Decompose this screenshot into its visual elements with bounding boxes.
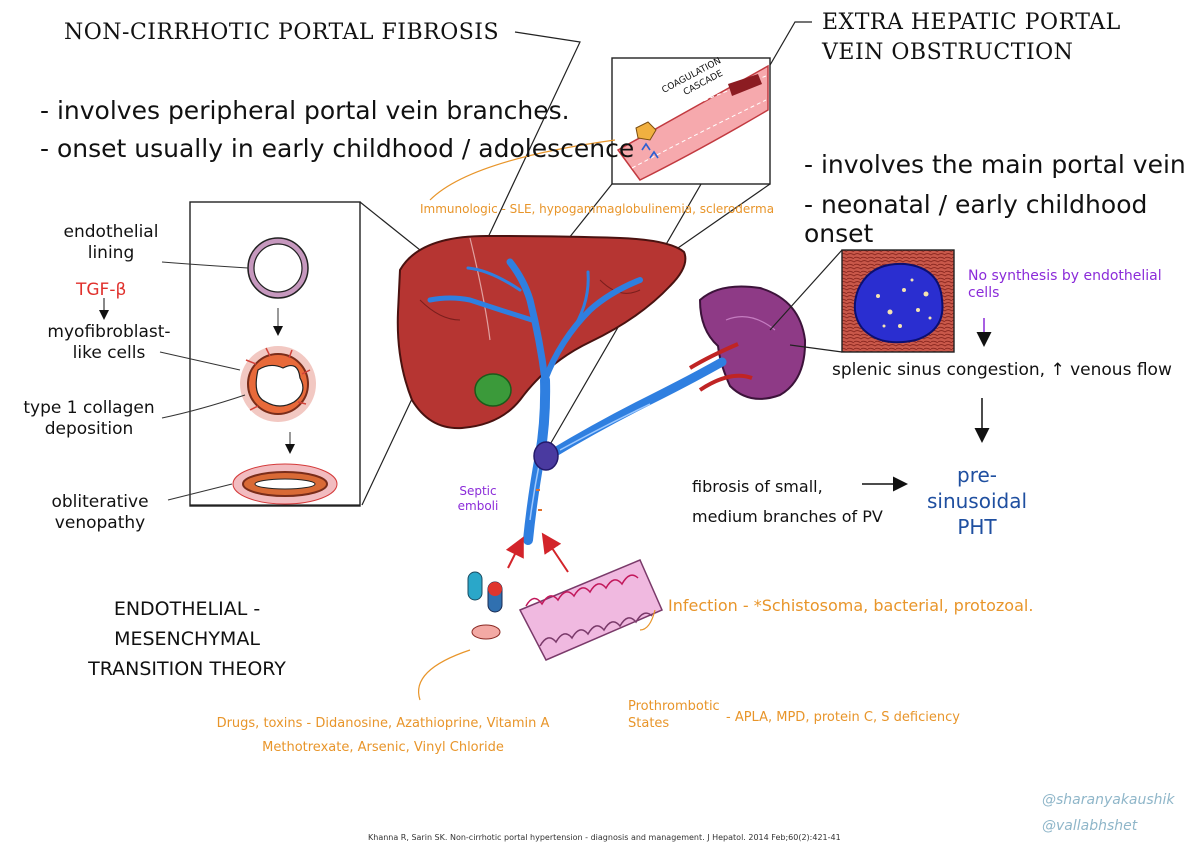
septic-line-1: Septic — [459, 484, 497, 498]
prothrombotic-line-2: States — [628, 716, 670, 731]
infection-label: Infection - *Schistosoma, bacterial, pro… — [668, 596, 1034, 615]
myofibro-line-2: like cells — [72, 343, 146, 363]
portal-thrombus — [533, 441, 559, 471]
prothrombotic-label: Prothrombotic States — [628, 698, 720, 732]
collagen-line-2: deposition — [44, 419, 134, 439]
ehpvo-title-line-1: EXTRA HEPATIC PORTAL — [822, 10, 1121, 35]
vessel-ring-obliterated — [232, 463, 338, 505]
author-handle-1: @sharanyakaushik — [1042, 792, 1175, 808]
ehpvo-point-1: - involves the main portal vein — [804, 150, 1186, 179]
fibrosis-line-2: medium branches of PV — [692, 507, 883, 526]
no-synthesis-line-1: No synthesis by endothelial — [968, 268, 1162, 284]
immunologic-label: Immunologic - SLE, hypogammaglobulinemia… — [420, 202, 775, 216]
fibrosis-line-1: fibrosis of small, — [692, 477, 823, 496]
septic-line-2: emboli — [457, 499, 499, 513]
endothelial-line-2: lining — [87, 243, 135, 263]
vessel-ring-normal — [247, 237, 309, 299]
presin-line-1: pre-sinusoidal — [926, 463, 1028, 513]
drugs-line-1: Drugs, toxins - Didanosine, Azathioprine… — [216, 716, 550, 731]
ncpf-title: NON-CIRRHOTIC PORTAL FIBROSIS — [64, 20, 500, 45]
myofibro-line-1: myofibroblast- — [47, 322, 171, 342]
intestine-villi — [518, 559, 663, 661]
oblit-line-1: obliterative — [51, 492, 149, 512]
author-handle-2: @vallabhshet — [1042, 818, 1138, 834]
oblit-line-2: venopathy — [54, 513, 146, 533]
ncpf-point-2: - onset usually in early childhood / ado… — [40, 134, 635, 163]
emt-theory-title: ENDOTHELIAL - MESENCHYMAL TRANSITION THE… — [42, 594, 332, 684]
collagen-line-1: type 1 collagen — [23, 398, 155, 418]
liver — [396, 234, 687, 430]
splenic-congestion-label: splenic sinus congestion, ↑ venous flow — [832, 360, 1172, 380]
ehpvo-title-line-2: VEIN OBSTRUCTION — [822, 40, 1074, 65]
tgf-beta-label: TGF-β — [76, 280, 127, 300]
drugs-line-2: Methotrexate, Arsenic, Vinyl Chloride — [262, 740, 504, 755]
fibrosis-label: fibrosis of small, medium branches of PV — [692, 472, 883, 532]
septic-emboli-label: Septic emboli — [448, 484, 508, 514]
vessel-segment-coagulation — [616, 64, 769, 181]
spleen — [698, 285, 807, 400]
presin-line-2: PHT — [957, 515, 997, 539]
ncpf-point-1: - involves peripheral portal vein branch… — [40, 96, 570, 125]
prothrombotic-line-1: Prothrombotic — [628, 699, 720, 714]
emt-label-endothelial: endothelial lining — [56, 222, 166, 264]
vessel-ring-myofibroblast — [240, 346, 316, 422]
prothrombotic-causes: - APLA, MPD, protein C, S deficiency — [726, 710, 960, 725]
theory-line-1: ENDOTHELIAL - MESENCHYMAL — [113, 598, 261, 650]
pills-icon — [467, 571, 503, 640]
emt-panel-box — [189, 201, 361, 507]
gallbladder — [474, 373, 512, 407]
emt-label-myofibroblast: myofibroblast- like cells — [34, 322, 184, 364]
emt-label-obliterative: obliterative venopathy — [40, 492, 160, 534]
no-synthesis-line-2: cells — [968, 285, 1000, 301]
theory-line-2: TRANSITION THEORY — [88, 658, 286, 680]
citation: Khanna R, Sarin SK. Non-cirrhotic portal… — [368, 833, 841, 842]
presinusoidal-pht-label: pre-sinusoidal PHT — [912, 462, 1042, 540]
drugs-toxins-label: Drugs, toxins - Didanosine, Azathioprine… — [208, 712, 558, 760]
no-synthesis-label: No synthesis by endothelial cells — [968, 268, 1178, 302]
emt-label-collagen: type 1 collagen deposition — [14, 398, 164, 440]
ehpvo-point-2: - neonatal / early childhood onset — [804, 190, 1148, 248]
endothelial-line-1: endothelial — [63, 222, 159, 242]
